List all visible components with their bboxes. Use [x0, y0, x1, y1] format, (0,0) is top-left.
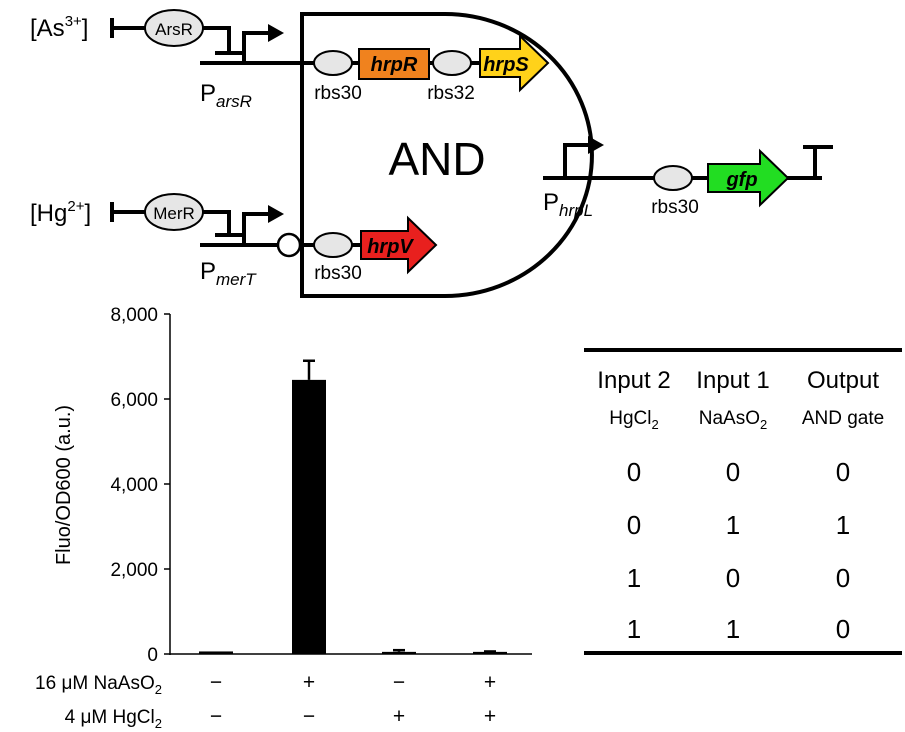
bar — [292, 379, 326, 654]
parsr-promoter-label: ParsR — [200, 80, 252, 111]
table-cell: 1 — [627, 563, 641, 593]
condition-label-hgcl2: 4 μM HgCl2 — [65, 707, 162, 731]
table-cell: 0 — [627, 457, 641, 487]
mercury-ion-label: [Hg2+] — [30, 198, 91, 227]
table-cell: 1 — [627, 614, 641, 644]
pmert-arrowhead-icon — [268, 205, 284, 223]
table-cell: 1 — [726, 614, 740, 644]
arsr-repression-arrow — [203, 26, 231, 52]
header-input2-sub: HgCl2 — [609, 408, 658, 432]
merr-repression-arrow — [203, 210, 231, 234]
hrpv-gene-arrow — [360, 215, 438, 275]
terminator-icon — [803, 145, 833, 178]
phrpl-promoter-arrow — [563, 143, 590, 178]
mercury-input: [Hg2+] MerR PmerT — [30, 193, 284, 289]
condition-sign: − — [303, 705, 315, 728]
header-output-title: Output — [807, 367, 879, 394]
parsr-arrowhead-icon — [268, 24, 284, 42]
bar — [473, 651, 507, 654]
condition-signs: − + − + − − + + — [210, 671, 496, 728]
table-row: 1 0 0 — [627, 563, 850, 593]
phrpl-arrowhead-icon — [588, 136, 604, 154]
top-rbs1-oval — [313, 50, 353, 76]
arsr-repressor-label: ArsR — [155, 20, 193, 39]
top-rbs2-oval — [432, 50, 472, 76]
y-axis-label: Fluo/OD600 (a.u.) — [53, 405, 75, 565]
hrpr-gene-label: hrpR — [371, 54, 418, 76]
top-rbs1-label: rbs30 — [314, 83, 362, 104]
y-tick-label: 2,000 — [110, 560, 158, 581]
condition-sign: − — [393, 671, 405, 694]
gfp-gene-arrow — [707, 148, 790, 208]
y-axis-ticks: 0 2,000 4,000 6,000 8,000 — [110, 305, 170, 666]
parsr-promoter-arrow — [242, 31, 270, 63]
and-gate-shape — [300, 12, 594, 298]
bar — [382, 651, 416, 654]
table-row: 1 1 0 — [627, 614, 850, 644]
condition-label-naaso2: 16 μM NaAsO2 — [35, 673, 162, 697]
condition-sign: − — [210, 671, 222, 694]
pmert-promoter-arrow — [242, 212, 270, 245]
condition-sign: + — [303, 671, 315, 694]
pmert-promoter-label: PmerT — [200, 258, 257, 289]
truth-table: Input 2 Input 1 Output HgCl2 NaAsO2 AND … — [584, 348, 902, 655]
y-tick-label: 0 — [147, 645, 158, 666]
bar — [199, 651, 233, 654]
y-tick-label: 4,000 — [110, 475, 158, 496]
table-cell: 1 — [726, 510, 740, 540]
bottom-rbs-oval — [313, 232, 353, 258]
y-tick-label: 6,000 — [110, 390, 158, 411]
gate-diagram: AND [As3+] ArsR ParsR rbs30 hrpR rbs32 — [30, 9, 833, 298]
condition-sign: + — [393, 705, 405, 728]
hrps-gene-label: hrpS — [483, 54, 529, 76]
table-row: 0 1 1 — [627, 510, 850, 540]
hrpr-gene-box — [358, 48, 430, 80]
bars-group — [199, 359, 507, 654]
hrps-gene-arrow — [479, 33, 550, 93]
table-cell: 1 — [836, 510, 850, 540]
table-row: 0 0 0 — [627, 457, 850, 487]
gfp-gene-label: gfp — [725, 169, 757, 191]
phrpl-promoter-label: PhrpL — [543, 189, 593, 220]
and-gate-label: AND — [388, 133, 485, 185]
table-cell: 0 — [836, 457, 850, 487]
table-cell: 0 — [836, 563, 850, 593]
header-input1-title: Input 1 — [696, 367, 769, 394]
condition-sign: − — [210, 705, 222, 728]
condition-sign: + — [484, 705, 496, 728]
output-operon: PhrpL rbs30 gfp — [543, 136, 833, 220]
header-input1-sub: NaAsO2 — [699, 408, 767, 432]
bottom-rbs-label: rbs30 — [314, 263, 362, 284]
table-cell: 0 — [627, 510, 641, 540]
y-tick-label: 8,000 — [110, 305, 158, 326]
table-cell: 0 — [726, 457, 740, 487]
condition-sign: + — [484, 671, 496, 694]
arsenic-ion-label: [As3+] — [30, 13, 88, 42]
bar-chart: Fluo/OD600 (a.u.) 02,0004,0006,0008,000 … — [35, 305, 532, 731]
arsenic-input: [As3+] ArsR ParsR — [30, 9, 284, 111]
table-cell: 0 — [726, 563, 740, 593]
output-rbs-oval — [653, 165, 693, 191]
merr-repressor-label: MerR — [153, 204, 195, 223]
output-rbs-label: rbs30 — [651, 197, 699, 218]
operator-site-circle — [276, 232, 302, 258]
top-rbs2-label: rbs32 — [427, 83, 475, 104]
table-cell: 0 — [836, 614, 850, 644]
header-output-sub: AND gate — [802, 408, 884, 429]
header-input2-title: Input 2 — [597, 367, 670, 394]
hrpv-gene-label: hrpV — [367, 236, 414, 258]
